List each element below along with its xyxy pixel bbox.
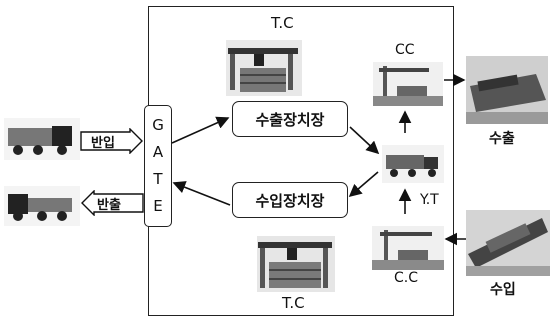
- cc-top-label: CC: [395, 42, 415, 58]
- cc-bottom-label: C.C: [394, 270, 418, 286]
- gate-letter-t: T: [153, 172, 162, 187]
- arrow-export-yard-to-yt: [350, 127, 378, 153]
- tc-top-label: T.C: [271, 14, 294, 32]
- gate-in-label: 반입: [91, 132, 115, 151]
- gate-out-label: 반출: [97, 194, 121, 213]
- tc-bottom-label: T.C: [282, 294, 305, 312]
- gate-letter-e: E: [153, 199, 162, 214]
- transfer-crane-bottom-photo: [257, 236, 335, 292]
- export-yard-box: 수출장치장: [232, 101, 348, 137]
- arrow-import-yard-to-gate: [174, 183, 230, 205]
- container-crane-top-photo: [373, 62, 443, 106]
- arrow-yt-to-import-yard: [350, 172, 378, 196]
- truck-in-photo: [4, 118, 80, 160]
- arrow-gate-to-export-yard: [172, 118, 228, 143]
- truck-out-photo: [4, 186, 80, 226]
- export-ship-photo: [466, 56, 548, 124]
- transfer-crane-top-photo: [226, 40, 302, 96]
- import-label: 수입: [490, 279, 516, 299]
- container-crane-bottom-photo: [372, 226, 444, 270]
- yard-tractor-photo: [382, 145, 444, 183]
- gate-box: G A T E: [144, 105, 172, 227]
- import-ship-photo: [466, 210, 550, 276]
- export-label: 수출: [489, 128, 515, 148]
- gate-letter-g: G: [152, 118, 164, 133]
- gate-letter-a: A: [153, 145, 163, 160]
- yt-label: Y.T: [420, 192, 439, 208]
- import-yard-box: 수입장치장: [232, 182, 348, 218]
